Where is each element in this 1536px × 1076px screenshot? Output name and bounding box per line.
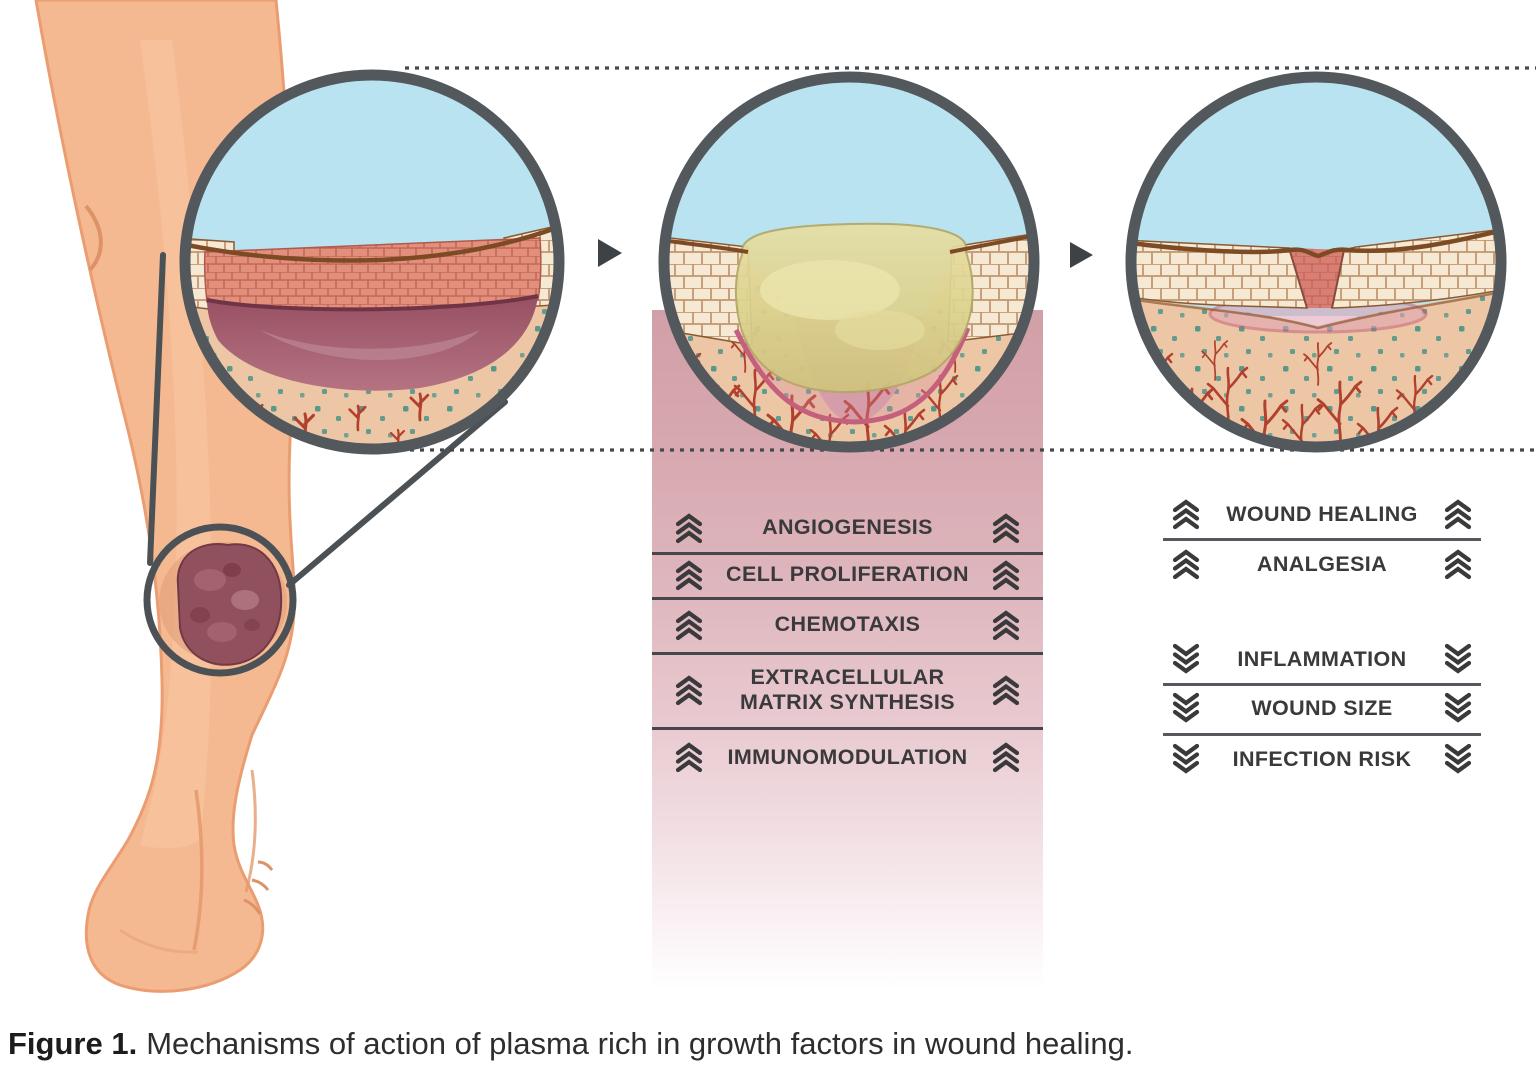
outcome-row-infection-risk: INFECTION RISK — [1163, 733, 1481, 785]
figure-caption: Figure 1.Mechanisms of action of plasma … — [8, 1026, 1518, 1062]
chevron-triple-up-icon — [991, 608, 1021, 642]
effect-row-immunomodulation: IMMUNOMODULATION — [652, 727, 1043, 787]
magnifier-connector-right — [286, 399, 508, 588]
effect-label: CHEMOTAXIS — [774, 612, 921, 637]
chevron-triple-up-icon — [1443, 547, 1473, 581]
outcome-label: ANALGESIA — [1256, 551, 1388, 576]
outcome-label: INFLAMMATION — [1237, 646, 1407, 671]
effect-row-chemotaxis: CHEMOTAXIS — [652, 597, 1043, 655]
stage1-wound-clot-panel — [189, 79, 555, 445]
magnifier-connector-left — [147, 252, 166, 566]
chevron-triple-down-icon — [1171, 642, 1201, 676]
chevron-triple-down-icon — [1171, 742, 1201, 776]
figure-caption-label: Figure 1. — [8, 1026, 138, 1061]
leg-ulcer-wound — [159, 542, 287, 666]
heel-crease — [119, 928, 199, 954]
toe-creases — [243, 860, 274, 915]
stage1-circle-border — [179, 69, 565, 455]
effect-row-cell-proliferation: CELL PROLIFERATION — [652, 552, 1043, 600]
step-arrow-icon-1 — [598, 239, 622, 267]
chevron-triple-up-icon — [674, 673, 704, 707]
knee-crease — [84, 204, 103, 272]
chevron-triple-up-icon — [1443, 497, 1473, 531]
chevron-triple-up-icon — [1171, 497, 1201, 531]
effect-label: ANGIOGENESIS — [762, 515, 933, 540]
outcome-row-wound-size: WOUND SIZE — [1163, 683, 1481, 736]
stage3-circle-border — [1125, 71, 1507, 453]
effect-label: CELL PROLIFERATION — [726, 562, 969, 587]
outcome-label: WOUND HEALING — [1226, 501, 1418, 526]
effect-row-angiogenesis: ANGIOGENESIS — [652, 503, 1043, 555]
stage2-circle-border — [658, 71, 1040, 453]
outcome-row-inflammation: INFLAMMATION — [1163, 635, 1481, 686]
step-arrow-icon-2 — [1070, 242, 1093, 268]
outcome-label: INFECTION RISK — [1232, 746, 1412, 771]
chevron-triple-up-icon — [674, 740, 704, 774]
wound-healing-illustration — [34, 0, 1536, 993]
chevron-triple-up-icon — [991, 673, 1021, 707]
effect-row-extracellular-matrix-synthesis: EXTRACELLULAR MATRIX SYNTHESIS — [652, 652, 1043, 730]
chevron-triple-up-icon — [991, 740, 1021, 774]
figure-caption-text: Mechanisms of action of plasma rich in g… — [146, 1026, 1134, 1061]
outcome-label: WOUND SIZE — [1251, 695, 1393, 720]
ankle-line — [244, 769, 257, 893]
effect-label: EXTRACELLULAR MATRIX SYNTHESIS — [739, 665, 956, 714]
chevron-triple-down-icon — [1171, 691, 1201, 725]
chevron-triple-up-icon — [991, 511, 1021, 545]
chevron-triple-up-icon — [1171, 547, 1201, 581]
achilles-line — [192, 789, 204, 951]
outcome-row-wound-healing: WOUND HEALING — [1163, 490, 1481, 541]
chevron-triple-up-icon — [674, 558, 704, 592]
chevron-triple-down-icon — [1443, 691, 1473, 725]
outcome-row-analgesia: ANALGESIA — [1163, 538, 1481, 590]
chevron-triple-up-icon — [674, 608, 704, 642]
magnifier-small-circle — [143, 523, 297, 677]
stage3-healing-panel — [1135, 81, 1497, 443]
effect-label: IMMUNOMODULATION — [727, 744, 968, 769]
chevron-triple-up-icon — [674, 511, 704, 545]
chevron-triple-down-icon — [1443, 642, 1473, 676]
chevron-triple-down-icon — [1443, 742, 1473, 776]
chevron-triple-up-icon — [991, 558, 1021, 592]
